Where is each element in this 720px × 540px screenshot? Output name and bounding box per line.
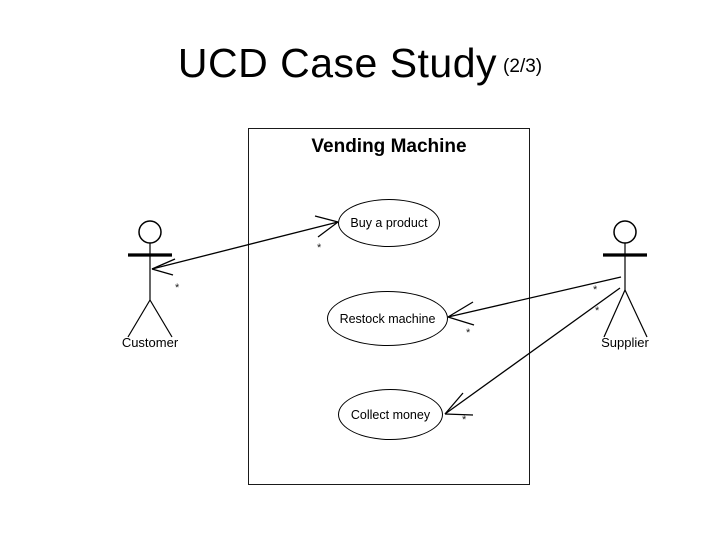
- multiplicity-collect-money: *: [462, 414, 467, 426]
- multiplicity-customer: *: [175, 282, 180, 294]
- use-case-restock-machine[interactable]: Restock machine: [327, 291, 448, 346]
- use-case-restock-machine-label: Restock machine: [339, 311, 436, 326]
- actor-customer-figure: [127, 220, 173, 338]
- multiplicity-supplier-collect: *: [595, 305, 600, 317]
- multiplicity-supplier-restock: *: [593, 284, 598, 296]
- use-case-buy-a-product[interactable]: Buy a product: [338, 199, 440, 247]
- multiplicity-restock-machine: *: [466, 327, 471, 339]
- use-case-buy-a-product-label: Buy a product: [350, 216, 428, 230]
- use-case-collect-money-label: Collect money: [350, 407, 431, 422]
- title-main-text: UCD Case Study: [177, 40, 498, 86]
- page-title: UCD Case Study(2/3): [0, 40, 720, 87]
- system-boundary-label: Vending Machine: [311, 136, 467, 157]
- multiplicity-buy-a-product: *: [317, 242, 322, 254]
- title-page-indicator: (2/3): [503, 56, 543, 77]
- actor-supplier-label: Supplier: [601, 335, 649, 350]
- actor-customer-label: Customer: [121, 335, 179, 350]
- actor-supplier-figure: [603, 220, 648, 338]
- use-case-collect-money[interactable]: Collect money: [338, 389, 443, 440]
